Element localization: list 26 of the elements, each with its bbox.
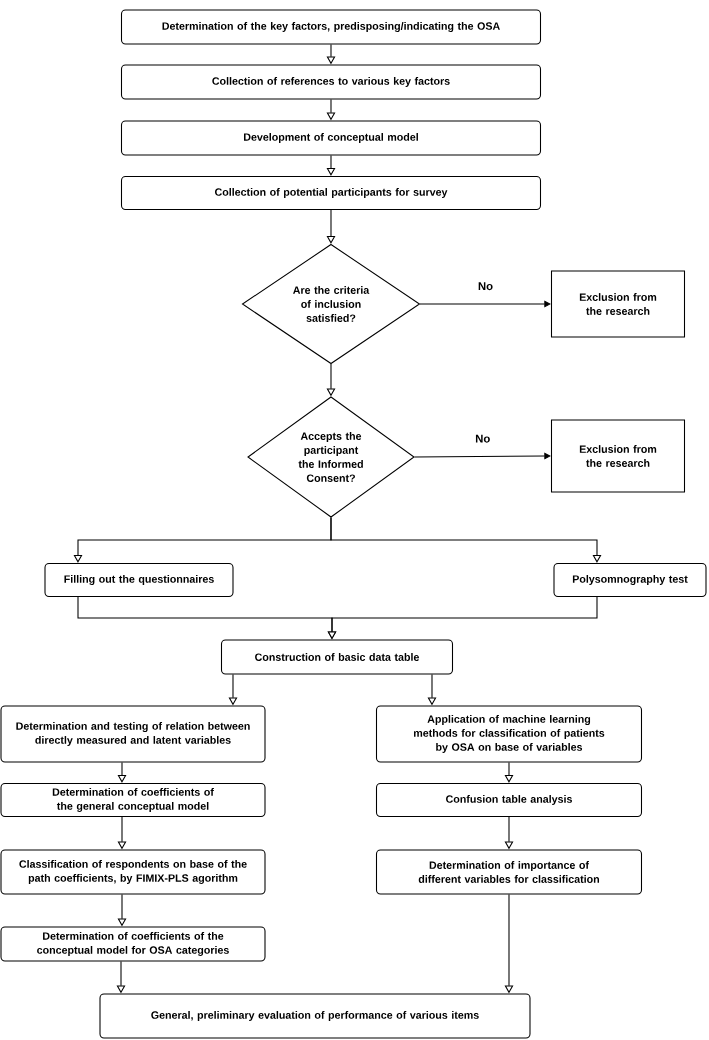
process-box: Polysomnography test [553, 562, 707, 598]
edge-label: No [473, 433, 492, 444]
process-box: General, preliminary evaluation of performance of various items [99, 993, 531, 1039]
arrow [330, 517, 602, 563]
arrow [326, 155, 336, 176]
arrow [117, 762, 127, 783]
arrow [326, 209, 336, 244]
process-box: Determination of coefficients of the conceptual model for OSA categories [0, 926, 266, 962]
process-box: Filling out the questionnaires [44, 562, 234, 598]
process-box: Development of conceptual model [120, 120, 542, 156]
arrow [419, 300, 551, 308]
arrow [504, 762, 514, 783]
process-box: Determination of importance of different variables for classification [375, 849, 643, 895]
arrow [414, 452, 551, 460]
process-box: Collection of potential participants for survey [120, 175, 542, 211]
edge-label: No [476, 280, 495, 292]
process-box: Application of machine learning methods for classification of patients by OSA on base of variables [375, 705, 643, 763]
process-box: Confusion table analysis [375, 782, 643, 818]
process-box: Collection of references to various key factors [120, 64, 542, 100]
exit-box: Exclusion from the research [550, 270, 686, 338]
process-box: Classification of respondents on base of the path coefficients, by FIMIX-PLS agorithm [0, 849, 266, 895]
exit-box: Exclusion from the research [550, 419, 686, 493]
process-box: Determination and testing of relation between directly measured and latent variables [0, 705, 266, 763]
process-box: Determination of the key factors, predisposing/indicating the OSA [120, 9, 542, 45]
process-box: Determination of coefficients of the general conceptual model [0, 782, 266, 818]
process-box: Construction of basic data table [220, 639, 454, 675]
